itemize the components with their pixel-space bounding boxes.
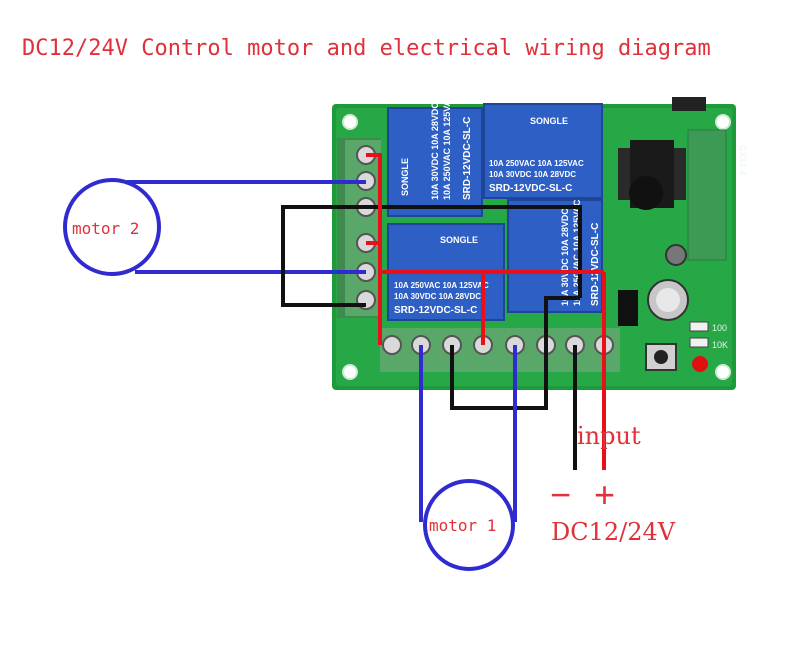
black-common-top bbox=[366, 205, 582, 298]
receiver-module bbox=[687, 129, 727, 261]
relay-2: SONGLE 10A 250VAC 10A 125VAC 10A 30VDC 1… bbox=[483, 103, 603, 199]
motor-2: motor 2 bbox=[63, 178, 161, 276]
relay-3-rating-2: 10A 30VDC 10A 28VDC bbox=[394, 292, 481, 301]
relay-board: SRD-12VDC-SL-C 10A 250VAC 10A 125VAC 10A… bbox=[332, 93, 748, 390]
inductor bbox=[629, 176, 663, 210]
ic-pins-left bbox=[618, 148, 630, 200]
relay-1-model: SRD-12VDC-SL-C bbox=[462, 117, 473, 200]
black-jumper-bottom bbox=[450, 296, 580, 410]
red-wire-left bbox=[366, 153, 382, 345]
relay-3-model: SRD-12VDC-SL-C bbox=[394, 305, 477, 316]
mounting-hole bbox=[342, 364, 358, 380]
transistor bbox=[618, 290, 638, 326]
motor-1-label: motor 1 bbox=[429, 516, 496, 535]
resistor-1 bbox=[689, 321, 709, 332]
relay-4-rating-2: 10A 30VDC 10A 28VDC bbox=[560, 208, 570, 306]
minus-symbol: − bbox=[550, 474, 571, 515]
input-label: input bbox=[577, 422, 641, 450]
push-button-cap bbox=[654, 350, 668, 364]
resistor-2 bbox=[689, 337, 709, 348]
capacitor-top bbox=[656, 288, 680, 312]
resistor-label-1: 100 bbox=[712, 323, 727, 333]
red-wires bbox=[366, 153, 606, 470]
black-wires bbox=[281, 205, 582, 470]
relay-3-brand: SONGLE bbox=[440, 235, 478, 245]
mounting-hole bbox=[715, 364, 731, 380]
motor-1-circle bbox=[423, 479, 515, 571]
pin-header bbox=[672, 97, 706, 111]
voltage-label: DC12/24V bbox=[551, 518, 676, 546]
motor1-wires bbox=[419, 345, 517, 522]
relay-3-rating-1: 10A 250VAC 10A 125VAC bbox=[394, 281, 489, 290]
relay-1-rating-2: 10A 30VDC 10A 28VDC bbox=[430, 102, 440, 200]
diagram-title: DC12/24V Control motor and electrical wi… bbox=[22, 36, 711, 61]
relay-1-brand: SONGLE bbox=[400, 158, 410, 196]
mounting-hole bbox=[342, 114, 358, 130]
relay-4-model: SRD-12VDC-SL-C bbox=[590, 223, 601, 306]
left-terminal-housing bbox=[345, 140, 381, 316]
led-indicator bbox=[692, 356, 708, 372]
relay-1-rating-1: 10A 250VAC 10A 125VAC bbox=[442, 93, 452, 200]
motor-2-circle bbox=[63, 178, 161, 276]
control-circuit: CX12-4 100 10K bbox=[618, 97, 748, 372]
relay-2-model: SRD-12VDC-SL-C bbox=[489, 183, 572, 194]
plus-symbol: + bbox=[594, 474, 615, 515]
motor2-wires bbox=[127, 180, 366, 274]
mounting-hole bbox=[715, 114, 731, 130]
motor-2-label: motor 2 bbox=[72, 219, 139, 238]
relay-2-brand: SONGLE bbox=[530, 116, 568, 126]
black-jumper-left bbox=[281, 205, 366, 307]
relay-4: SRD-12VDC-SL-C 10A 250VAC 10A 125VAC 10A… bbox=[507, 199, 603, 313]
motor-1: motor 1 bbox=[423, 479, 515, 571]
relay-2-rating-2: 10A 30VDC 10A 28VDC bbox=[489, 170, 576, 179]
capacitor-small bbox=[665, 244, 687, 266]
resistor-label-2: 10K bbox=[712, 340, 728, 350]
ic-pins-right bbox=[674, 148, 686, 200]
module-label: CX12-4 bbox=[738, 145, 748, 176]
relay-4-rating-1: 10A 250VAC 10A 125VAC bbox=[572, 199, 582, 306]
relay-2-rating-1: 10A 250VAC 10A 125VAC bbox=[489, 159, 584, 168]
relay-1: SRD-12VDC-SL-C 10A 250VAC 10A 125VAC 10A… bbox=[387, 93, 483, 217]
